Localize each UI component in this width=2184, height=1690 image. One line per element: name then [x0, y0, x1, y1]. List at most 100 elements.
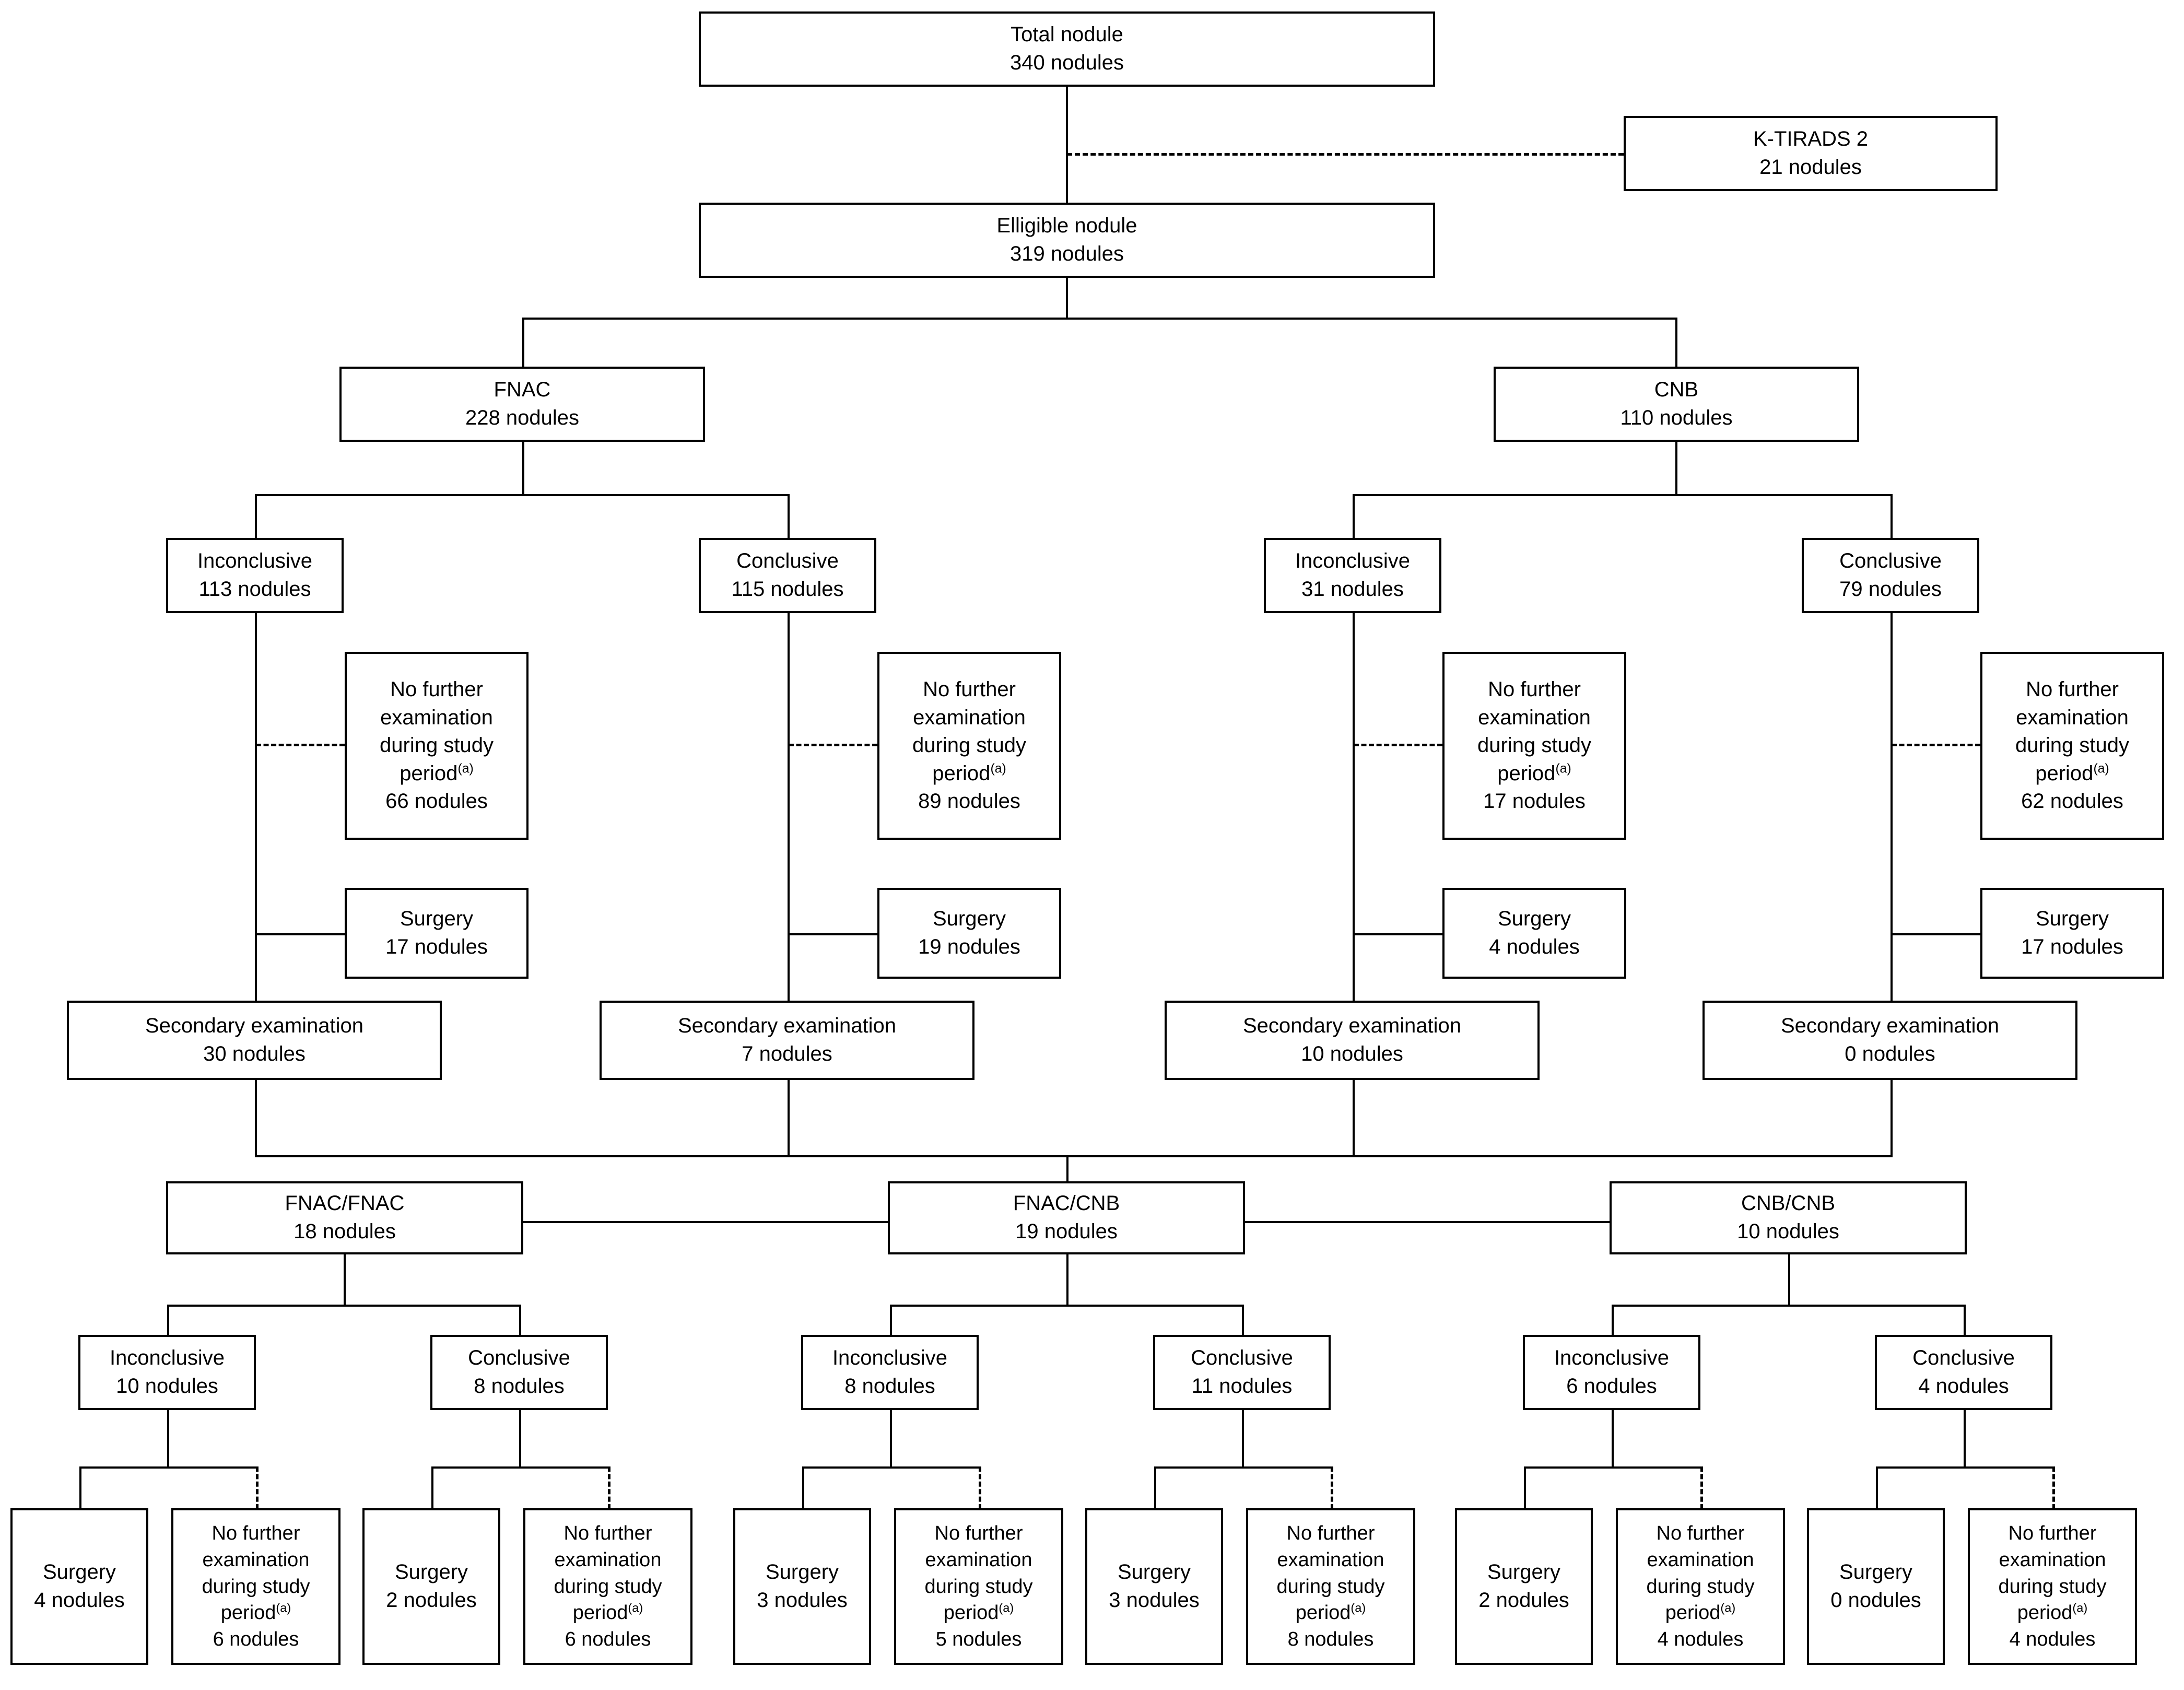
node-fnac-inconclusive-count: 113 nodules [198, 578, 311, 601]
node-nfe-cnb-conclusive-count: 62 nodules [2021, 790, 2123, 813]
node-ff-inc-nfe: No further examination during study peri… [171, 1508, 340, 1665]
connector-cc-inc-surgery [1524, 1466, 1526, 1509]
connector-dashed-fc-inc-nfe [979, 1466, 981, 1509]
node-surgery-fnac-inconclusive: Surgery 17 nodules [345, 888, 529, 979]
node-fnac-inconclusive-title: Inconclusive [197, 549, 313, 573]
connector-to-cnb [1675, 318, 1677, 374]
node-ff-inconclusive-count: 10 nodules [116, 1375, 218, 1398]
nfe-line-3: during study [380, 734, 494, 757]
split-bar-fnac-fnac [167, 1305, 521, 1307]
merge-stem-sec-fnac-con [788, 1080, 790, 1156]
node-fc-inc-surgery-count: 3 nodules [757, 1589, 848, 1612]
node-cnb-inconclusive-count: 31 nodules [1301, 578, 1404, 601]
connector-to-cnb-inconclusive [1353, 494, 1355, 540]
footnote-marker: (a) [999, 1601, 1014, 1615]
footnote-marker: (a) [628, 1601, 643, 1615]
node-surgery-fnac-inconclusive-count: 17 nodules [385, 935, 488, 958]
node-secondary-exam-title: Secondary examination [1242, 1014, 1462, 1038]
connector-surgery-fnac-inc [255, 933, 345, 935]
node-nfe-fnac-conclusive-count: 89 nodules [918, 790, 1020, 813]
node-fnac-fnac-count: 18 nodules [293, 1220, 396, 1243]
nfe-line-4: period(a) [1295, 1601, 1366, 1624]
node-fc-inc-nfe: No further examination during study peri… [894, 1508, 1063, 1665]
node-fnac-fnac: FNAC/FNAC 18 nodules [166, 1181, 523, 1254]
node-cnb-conclusive: Conclusive 79 nodules [1802, 538, 1979, 613]
node-fc-inc-surgery: Surgery 3 nodules [733, 1508, 871, 1665]
node-surgery-cnb-conclusive-count: 17 nodules [2021, 935, 2123, 958]
node-ff-con-surgery-count: 2 nodules [386, 1589, 477, 1612]
stem-cc-inconclusive [1612, 1410, 1614, 1468]
node-secondary-exam-count: 30 nodules [203, 1042, 306, 1065]
split-bar-cnb-cnb [1612, 1305, 1966, 1307]
node-fnac-cnb-count: 19 nodules [1015, 1220, 1118, 1243]
node-total-title: Total nodule [1011, 23, 1123, 46]
nfe-line-3: during study [1998, 1575, 2107, 1598]
node-fc-inc-surgery-title: Surgery [765, 1560, 839, 1584]
connector-surgery-cnb-inc [1353, 933, 1442, 935]
nfe-line-1: No further [1286, 1522, 1375, 1544]
nfe-line-4: period(a) [2017, 1601, 2088, 1624]
node-surgery-fnac-inconclusive-title: Surgery [400, 907, 474, 931]
node-cc-inc-surgery: Surgery 2 nodules [1455, 1508, 1593, 1665]
footnote-marker: (a) [457, 761, 474, 776]
node-ktirads2-count: 21 nodules [1759, 156, 1862, 179]
node-fnac: FNAC 228 nodules [339, 367, 705, 442]
node-fnac-conclusive: Conclusive 115 nodules [699, 538, 876, 613]
nfe-line-4: period(a) [932, 761, 1006, 785]
node-ktirads-2: K-TIRADS 2 21 nodules [1624, 116, 1998, 191]
footnote-marker: (a) [990, 761, 1006, 776]
connector-cnb-cnb-down [1788, 1254, 1790, 1305]
node-fnac-inconclusive: Inconclusive 113 nodules [166, 538, 344, 613]
node-fc-conclusive-title: Conclusive [1191, 1346, 1293, 1370]
merge-stem-sec-cnb-con [1891, 1080, 1893, 1156]
nfe-line-3: during study [554, 1575, 662, 1598]
footnote-marker: (a) [1720, 1601, 1736, 1615]
node-nfe-cnb-inconclusive-count: 17 nodules [1483, 790, 1586, 813]
node-fc-inconclusive-title: Inconclusive [832, 1346, 948, 1370]
node-ff-inc-nfe-count: 6 nodules [213, 1628, 299, 1651]
nfe-line-4: period(a) [2035, 761, 2109, 785]
node-cc-inc-nfe: No further examination during study peri… [1616, 1508, 1785, 1665]
connector-fnac-fnac-down [344, 1254, 346, 1305]
node-fc-inc-nfe-count: 5 nodules [935, 1628, 1022, 1651]
nfe-line-2: examination [1478, 706, 1591, 729]
nfe-line-2: examination [925, 1548, 1032, 1571]
node-cc-con-nfe: No further examination during study peri… [1968, 1508, 2137, 1665]
node-ff-inc-surgery-title: Surgery [42, 1560, 116, 1584]
node-fc-inconclusive: Inconclusive 8 nodules [801, 1335, 979, 1410]
node-fc-conclusive: Conclusive 11 nodules [1153, 1335, 1331, 1410]
nfe-line-1: No further [2026, 678, 2119, 701]
nfe-line-4: period(a) [1665, 1601, 1736, 1624]
stem-cnb-inconclusive [1353, 613, 1355, 1001]
nfe-line-2: examination [1999, 1548, 2106, 1571]
nfe-line-1: No further [2008, 1522, 2097, 1544]
splitbar-ff-conclusive [431, 1466, 609, 1469]
node-surgery-fnac-conclusive-count: 19 nodules [918, 935, 1020, 958]
connector-dashed-nfe-cnb-inc [1354, 744, 1442, 746]
node-cnb-cnb: CNB/CNB 10 nodules [1610, 1181, 1967, 1254]
footnote-marker: (a) [1555, 761, 1571, 776]
connector-cc-conclusive [1964, 1305, 1966, 1335]
nfe-line-1: No further [212, 1522, 300, 1544]
nfe-line-1: No further [1488, 678, 1581, 701]
nfe-line-1: No further [934, 1522, 1023, 1544]
node-cc-inc-surgery-title: Surgery [1487, 1560, 1561, 1584]
merge-stem-sec-fnac-inc [255, 1080, 257, 1156]
connector-dashed-nfe-cnb-con [1892, 744, 1980, 746]
connector-to-fnac-inconclusive [255, 494, 257, 540]
node-nfe-fnac-inconclusive-count: 66 nodules [385, 790, 488, 813]
stem-fc-inconclusive [890, 1410, 892, 1468]
node-surgery-cnb-inconclusive: Surgery 4 nodules [1442, 888, 1626, 979]
split-bar-fnac-cnb [522, 318, 1677, 320]
node-cc-inconclusive-count: 6 nodules [1566, 1375, 1657, 1398]
node-cc-conclusive-count: 4 nodules [1918, 1375, 2009, 1398]
node-cc-con-surgery-title: Surgery [1839, 1560, 1913, 1584]
stem-fnac-inconclusive [255, 613, 257, 1001]
nfe-line-3: during study [202, 1575, 310, 1598]
connector-fnac-down [522, 442, 524, 494]
node-surgery-cnb-conclusive-title: Surgery [2035, 907, 2109, 931]
node-cnb-cnb-count: 10 nodules [1737, 1220, 1839, 1243]
node-secondary-exam-count: 7 nodules [742, 1042, 832, 1065]
node-fnac-cnb: FNAC/CNB 19 nodules [888, 1181, 1245, 1254]
